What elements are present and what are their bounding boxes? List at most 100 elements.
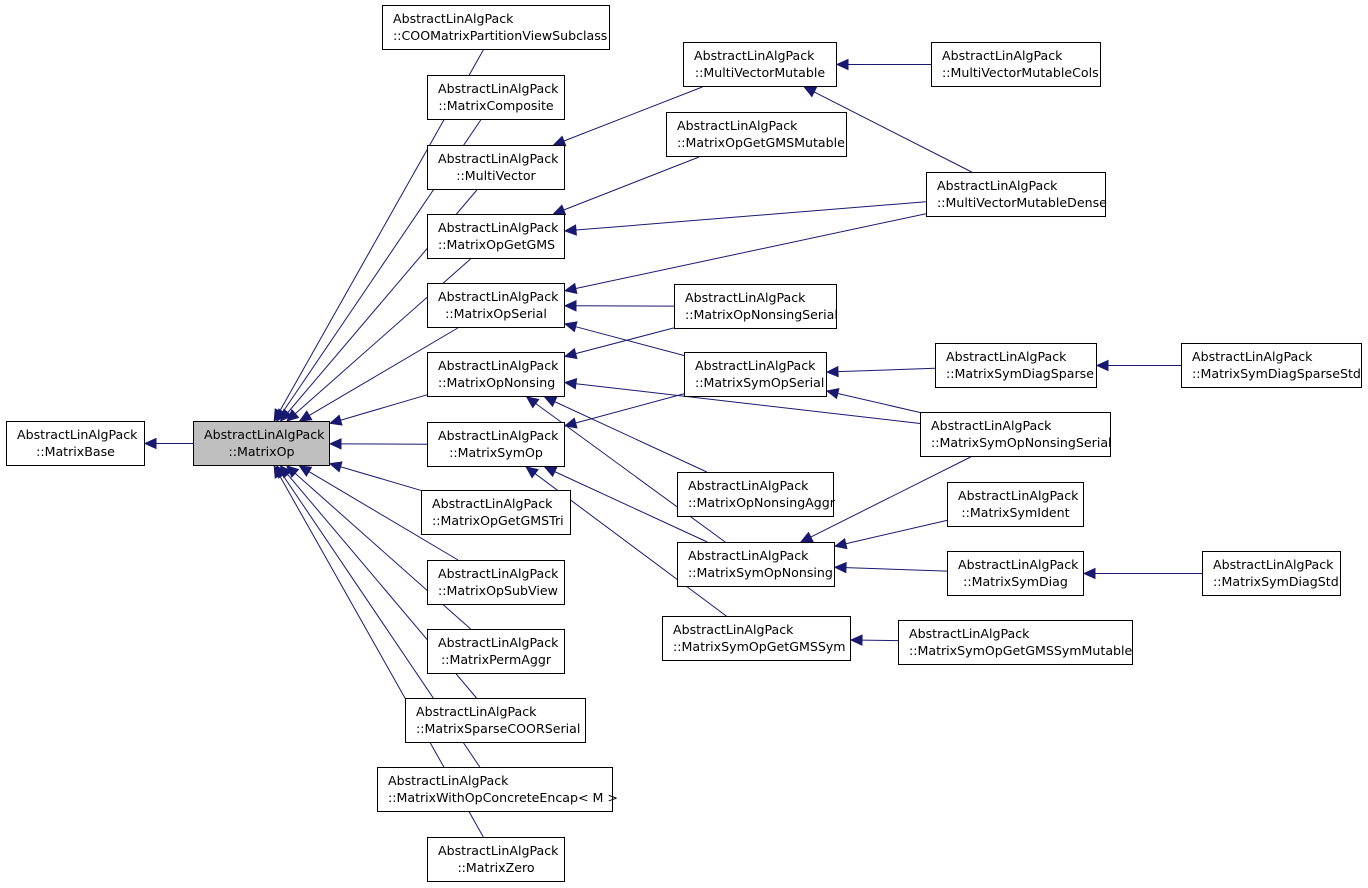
node-class-name: ::MatrixSymDiag <box>963 574 1068 589</box>
node-namespace: AbstractLinAlgPack <box>416 704 537 719</box>
node-matrix-sym-op-get-gms-sym[interactable]: AbstractLinAlgPack::MatrixSymOpGetGMSSym <box>662 616 851 661</box>
edge-mvmutabledense-to-opserial <box>575 213 927 289</box>
node-matrix-perm-aggr[interactable]: AbstractLinAlgPack::MatrixPermAggr <box>427 629 565 674</box>
arrowhead-symdiagsparsestd-to-symdiagsparse <box>1095 359 1109 372</box>
node-class-name: ::MatrixSymOpSerial <box>695 375 825 390</box>
node-namespace: AbstractLinAlgPack <box>688 548 809 563</box>
edge-symdiagsparse-to-symopserial <box>837 367 936 373</box>
node-matrix-sym-diag-sparse[interactable]: AbstractLinAlgPack::MatrixSymDiagSparse <box>935 343 1097 388</box>
arrowhead-symopserial-to-symop <box>563 417 578 429</box>
arrowhead-symopnonsingserial-to-opnonsing <box>563 378 578 390</box>
node-matrix-op-sub-view[interactable]: AbstractLinAlgPack::MatrixOpSubView <box>427 560 565 605</box>
node-matrix-sym-op-nonsing[interactable]: AbstractLinAlgPack::MatrixSymOpNonsing <box>677 542 835 587</box>
node-class-name: ::MultiVectorMutableDense <box>937 195 1107 210</box>
arrowhead-symdiagsparse-to-symopserial <box>825 365 839 378</box>
edge-mvmutabledense-to-mvmutable <box>813 91 972 173</box>
node-namespace: AbstractLinAlgPack <box>438 220 559 235</box>
node-namespace: AbstractLinAlgPack <box>432 496 553 511</box>
edge-opserial-to-matrixop <box>308 327 459 416</box>
node-namespace: AbstractLinAlgPack <box>393 11 514 26</box>
arrowhead-symopnonsingserial-to-symopnonsing <box>799 531 814 543</box>
node-namespace: AbstractLinAlgPack <box>958 488 1079 503</box>
node-class-name: ::MatrixSymDiagStd <box>1213 574 1339 589</box>
node-class-name: ::COOMatrixPartitionViewSubclass <box>393 28 608 43</box>
arrowhead-symident-to-symopnonsing <box>833 538 848 550</box>
arrowhead-symop-to-matrixop <box>328 438 342 450</box>
edge-symopnonsingserial-to-symopnonsing <box>810 456 971 538</box>
edge-symopserial-to-opserial <box>575 326 685 356</box>
node-namespace: AbstractLinAlgPack <box>438 358 559 373</box>
node-class-name: ::MatrixOpSubView <box>438 583 558 598</box>
arrowhead-mvmutabledense-to-opserial <box>563 282 578 295</box>
edge-symopnonsing-to-symop <box>554 471 708 543</box>
node-matrix-op-nonsing[interactable]: AbstractLinAlgPack::MatrixOpNonsing <box>427 352 565 397</box>
node-class-name: ::MatrixOpGetGMS <box>438 237 556 252</box>
edge-symopnonsingserial-to-opnonsing <box>575 383 921 424</box>
node-matrix-sym-diag-std[interactable]: AbstractLinAlgPack::MatrixSymDiagStd <box>1202 551 1341 596</box>
node-class-name: ::MatrixOpNonsingAggr <box>688 495 835 510</box>
node-matrix-sparse-coor-serial[interactable]: AbstractLinAlgPack::MatrixSparseCOORSeri… <box>405 698 586 743</box>
node-matrix-op-get-gms-tri[interactable]: AbstractLinAlgPack::MatrixOpGetGMSTri <box>421 490 571 535</box>
node-namespace: AbstractLinAlgPack <box>1213 557 1334 572</box>
node-namespace: AbstractLinAlgPack <box>17 427 138 442</box>
node-namespace: AbstractLinAlgPack <box>438 151 559 166</box>
node-namespace: AbstractLinAlgPack <box>958 557 1079 572</box>
node-class-name: ::MatrixWithOpConcreteEncap< M > <box>388 790 618 805</box>
node-class-name: ::MatrixOpGetGMSMutable <box>677 135 845 150</box>
node-namespace: AbstractLinAlgPack <box>438 81 559 96</box>
node-coo-matrix-partition-view-subclass[interactable]: AbstractLinAlgPack::COOMatrixPartitionVi… <box>382 5 610 50</box>
node-class-name: ::MultiVectorMutable <box>694 65 826 80</box>
node-matrix-sym-op-get-gms-sym-mutable[interactable]: AbstractLinAlgPack::MatrixSymOpGetGMSSym… <box>898 620 1133 665</box>
node-matrix-sym-diag-sparse-std[interactable]: AbstractLinAlgPack::MatrixSymDiagSparseS… <box>1181 343 1362 388</box>
node-class-name: ::MatrixSparseCOORSerial <box>416 721 581 736</box>
node-matrix-op-nonsing-serial[interactable]: AbstractLinAlgPack::MatrixOpNonsingSeria… <box>674 284 838 329</box>
arrowhead-opnonsing-to-matrixop <box>328 414 343 426</box>
node-class-name: ::MatrixPermAggr <box>440 652 552 667</box>
node-namespace: AbstractLinAlgPack <box>438 289 559 304</box>
node-matrix-sym-op-serial[interactable]: AbstractLinAlgPack::MatrixSymOpSerial <box>684 352 827 397</box>
edge-symopnonsingserial-to-symopserial <box>837 392 921 413</box>
node-namespace: AbstractLinAlgPack <box>204 427 325 442</box>
node-matrix-with-op-concrete-encap[interactable]: AbstractLinAlgPack::MatrixWithOpConcrete… <box>377 767 618 812</box>
node-matrix-sym-diag[interactable]: AbstractLinAlgPack::MatrixSymDiag <box>947 551 1084 596</box>
node-multi-vector[interactable]: AbstractLinAlgPack::MultiVector <box>427 145 565 190</box>
arrowhead-opnonsingaggr-to-opnonsing <box>543 396 558 408</box>
node-class-name: ::MatrixSymOp <box>449 445 543 460</box>
node-matrix-sym-op-nonsing-serial[interactable]: AbstractLinAlgPack::MatrixSymOpNonsingSe… <box>920 412 1112 457</box>
node-matrix-sym-op[interactable]: AbstractLinAlgPack::MatrixSymOp <box>427 422 565 467</box>
arrowhead-opnonsingserial-to-opnonsing <box>563 347 578 360</box>
node-multi-vector-mutable-dense[interactable]: AbstractLinAlgPack::MultiVectorMutableDe… <box>926 172 1107 217</box>
node-matrix-sym-ident[interactable]: AbstractLinAlgPack::MatrixSymIdent <box>947 482 1084 527</box>
node-class-name: ::MultiVector <box>456 168 536 183</box>
edge-symdiag-to-symopnonsing <box>845 567 948 572</box>
node-namespace: AbstractLinAlgPack <box>438 566 559 581</box>
arrowhead-mvmutabledense-to-opgetgms <box>563 224 577 236</box>
node-multi-vector-mutable-cols[interactable]: AbstractLinAlgPack::MultiVectorMutableCo… <box>931 42 1101 87</box>
node-namespace: AbstractLinAlgPack <box>677 118 798 133</box>
arrowhead-symopgetgmssymmutable-to-symopgetgmssym <box>849 634 863 646</box>
node-namespace: AbstractLinAlgPack <box>942 48 1063 63</box>
arrowhead-matrixop-to-matrixbase <box>143 437 157 450</box>
node-matrix-op-nonsing-aggr[interactable]: AbstractLinAlgPack::MatrixOpNonsingAggr <box>677 472 835 517</box>
edge-symopserial-to-symop <box>575 393 685 424</box>
edge-opsubview-to-matrixop <box>308 471 459 561</box>
arrowhead-mvmutabledense-to-mvmutable <box>803 86 818 98</box>
arrowhead-symopnonsing-to-opnonsing <box>525 396 540 409</box>
node-class-name: ::MatrixSymOpGetGMSSym <box>673 639 846 654</box>
node-matrix-op-serial[interactable]: AbstractLinAlgPack::MatrixOpSerial <box>427 283 565 328</box>
node-class-name: ::MatrixOpNonsing <box>438 375 556 390</box>
node-matrix-op-get-gms[interactable]: AbstractLinAlgPack::MatrixOpGetGMS <box>427 214 565 259</box>
node-matrix-op-get-gms-mutable[interactable]: AbstractLinAlgPack::MatrixOpGetGMSMutabl… <box>666 112 847 157</box>
node-multi-vector-mutable[interactable]: AbstractLinAlgPack::MultiVectorMutable <box>683 42 837 87</box>
node-namespace: AbstractLinAlgPack <box>1192 349 1313 364</box>
node-namespace: AbstractLinAlgPack <box>388 773 509 788</box>
arrowhead-symopgetgmssym-to-symop <box>525 466 539 479</box>
node-matrixbase[interactable]: AbstractLinAlgPack::MatrixBase <box>6 421 145 466</box>
node-class-name: ::MatrixOpNonsingSerial <box>685 307 838 322</box>
node-matrix-zero[interactable]: AbstractLinAlgPack::MatrixZero <box>427 837 565 882</box>
node-matrix-composite[interactable]: AbstractLinAlgPack::MatrixComposite <box>427 75 565 120</box>
node-namespace: AbstractLinAlgPack <box>694 48 815 63</box>
arrowhead-opsubview-to-matrixop <box>298 465 313 477</box>
node-namespace: AbstractLinAlgPack <box>438 428 559 443</box>
